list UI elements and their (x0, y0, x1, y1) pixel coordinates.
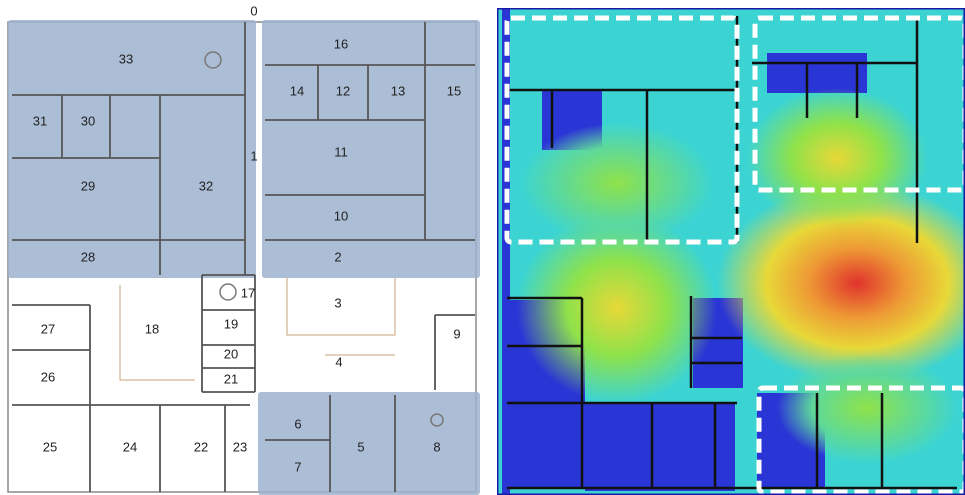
room-22: 22 (194, 439, 208, 454)
room-11: 11 (334, 144, 348, 159)
room-21: 21 (224, 371, 238, 386)
room-2: 2 (334, 249, 341, 264)
room-8: 8 (433, 439, 440, 454)
corridor-label: 1 (250, 148, 257, 163)
room-14: 14 (290, 83, 304, 98)
room-6: 6 (294, 416, 301, 431)
room-25: 25 (43, 439, 57, 454)
room-13: 13 (391, 83, 405, 98)
room-28: 28 (81, 249, 95, 264)
column-circle-2 (219, 283, 237, 301)
room-29: 29 (81, 178, 95, 193)
room-20: 20 (224, 346, 238, 361)
room-31: 31 (33, 113, 47, 128)
room-16: 16 (334, 36, 348, 51)
room-9: 9 (453, 326, 460, 341)
dashed-zone-lower-right (756, 385, 965, 495)
room-33: 33 (119, 51, 133, 66)
room-17: 17 (241, 285, 255, 300)
signal-heatmap (497, 8, 965, 495)
room-15: 15 (447, 83, 461, 98)
room-10: 10 (334, 208, 348, 223)
floor-plan: 0 1 33 16 14 12 13 15 31 30 11 29 32 10 … (7, 3, 480, 495)
walls (12, 22, 475, 492)
medium-signal-area-left (517, 213, 717, 403)
column-circle-1 (204, 51, 222, 69)
room-7: 7 (294, 459, 301, 474)
room-5: 5 (357, 439, 364, 454)
room-18: 18 (145, 321, 159, 336)
dashed-zone-outlines (504, 15, 965, 495)
room-32: 32 (199, 178, 213, 193)
dashed-zone-upper-left (504, 15, 740, 245)
shaded-zones (8, 20, 480, 495)
shaded-zone-upper-left (8, 20, 256, 278)
room-3: 3 (334, 295, 341, 310)
room-24: 24 (123, 439, 137, 454)
medium-signal-area-top (747, 88, 927, 228)
room-30: 30 (81, 113, 95, 128)
strong-signal-area (717, 183, 965, 383)
shaded-zone-lower-right (258, 392, 480, 495)
partitions (119, 278, 396, 381)
room-27: 27 (41, 321, 55, 336)
room-4: 4 (335, 354, 342, 369)
room-19: 19 (224, 316, 238, 331)
column-circle-3 (430, 413, 444, 427)
entrance-label: 0 (250, 3, 257, 18)
room-26: 26 (41, 369, 55, 384)
room-23: 23 (233, 439, 247, 454)
medium-signal-area-upper-left (522, 123, 712, 243)
room-12: 12 (336, 83, 350, 98)
medium-signal-area-bottom (777, 353, 957, 463)
